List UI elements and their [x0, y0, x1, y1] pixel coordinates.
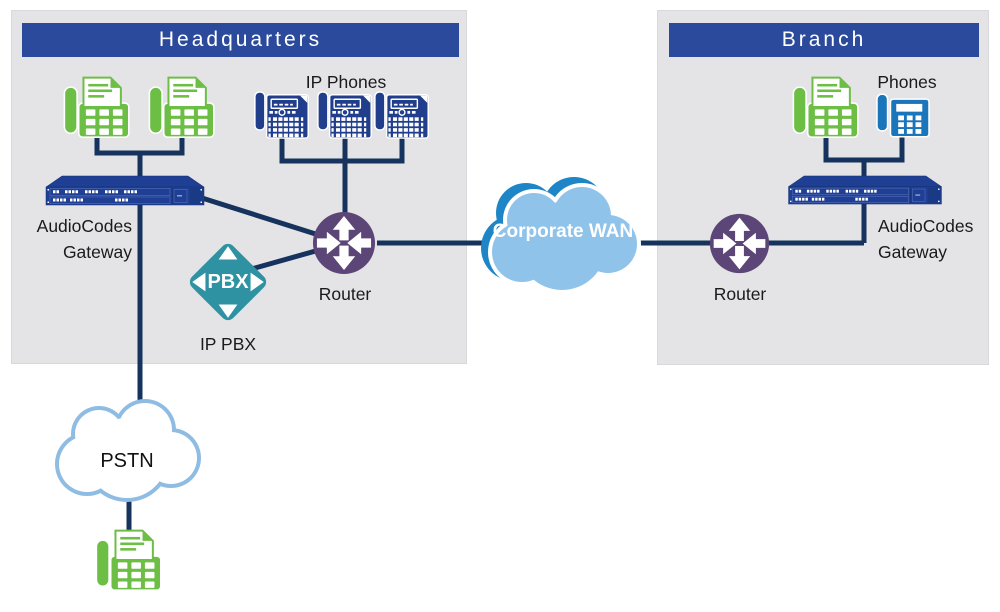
pbx-diamond-icon: PBX	[181, 235, 275, 329]
hq-gateway-icon	[45, 175, 205, 206]
branch-header: Branch	[669, 23, 979, 57]
hq-fax-phone-1-icon	[62, 75, 132, 139]
headquarters-header: Headquarters	[22, 23, 459, 57]
hq-router-label: Router	[318, 284, 372, 304]
hq-ip-phone-2-icon	[317, 91, 373, 140]
branch-router-label: Router	[713, 284, 767, 304]
branch-router-icon	[708, 212, 771, 275]
pbx-label: PBX	[207, 270, 249, 293]
hq-ip-phone-1-icon	[254, 91, 310, 140]
corporate-wan-cloud-icon: Corporate WAN	[477, 176, 649, 300]
branch-gateway-icon	[787, 175, 943, 205]
branch-desk-phone-icon	[876, 93, 930, 138]
hq-router-icon	[311, 210, 377, 276]
branch-gateway-label: AudioCodes Gateway	[878, 216, 974, 262]
ip-pbx-label: IP PBX	[199, 334, 257, 354]
hq-gateway-label: AudioCodes Gateway	[36, 216, 132, 262]
hq-ip-phone-3-icon	[374, 91, 430, 140]
branch-fax-phone-icon	[791, 75, 861, 139]
headquarters-title: Headquarters	[158, 28, 323, 51]
corporate-wan-label: Corporate WAN	[492, 221, 634, 242]
branch-phones-label: Phones	[877, 72, 937, 92]
branch-title: Branch	[781, 28, 867, 51]
ip-phones-label: IP Phones	[305, 72, 387, 92]
pstn-fax-phone-icon	[94, 528, 164, 592]
pstn-cloud-icon: PSTN	[43, 396, 211, 510]
hq-fax-phone-2-icon	[147, 75, 217, 139]
pstn-label: PSTN	[100, 450, 154, 472]
